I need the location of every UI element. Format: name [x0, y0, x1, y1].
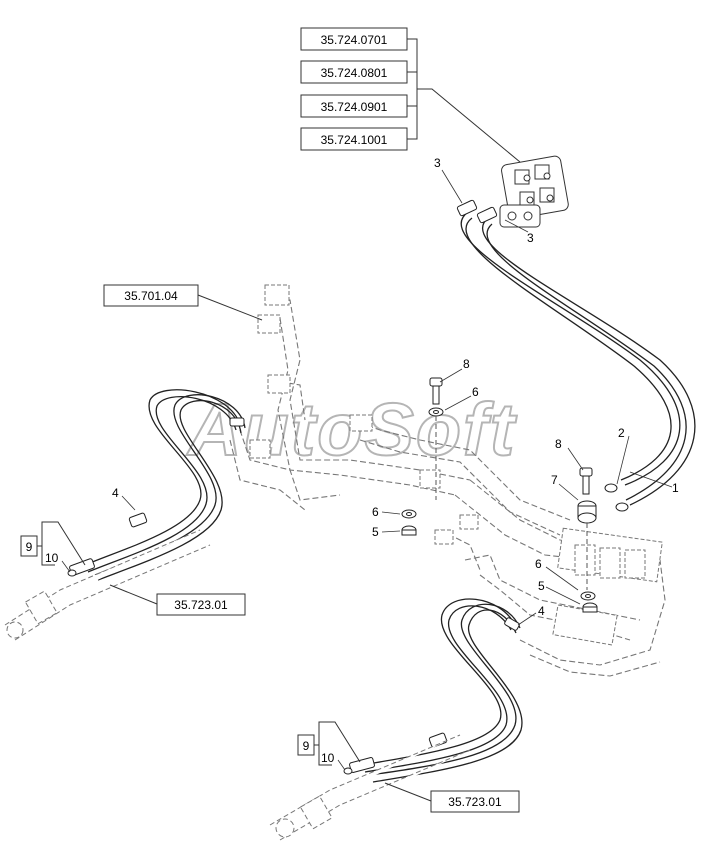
callout-4a: 4	[112, 486, 119, 500]
callout-7: 7	[551, 473, 558, 487]
callout-6b: 6	[372, 505, 379, 519]
ref-label-72301b: 35.723.01	[448, 795, 502, 809]
callout-3b: 3	[527, 231, 534, 245]
bolt-8a	[429, 377, 443, 405]
kit-label-9b: 9	[303, 739, 310, 753]
ref-label-0901: 35.724.0901	[321, 100, 388, 114]
ref-label-72301a: 35.723.01	[174, 598, 228, 612]
bottom-cylinder	[269, 734, 471, 841]
ref-box-group-top	[300, 27, 408, 151]
washer-6b	[401, 509, 417, 519]
nut-5a	[401, 525, 417, 536]
callout-8b: 8	[555, 437, 562, 451]
callout-10a: 10	[45, 551, 59, 565]
ref-box-72301b	[430, 790, 520, 813]
callout-5b: 5	[538, 579, 545, 593]
center-pipe-assembly	[229, 299, 666, 677]
callout-2: 2	[618, 426, 625, 440]
callout-10b: 10	[321, 751, 335, 765]
callout-3a: 3	[434, 156, 441, 170]
valve-block-dashed	[249, 284, 663, 646]
kit-label-9a: 9	[26, 540, 33, 554]
callout-4b: 4	[538, 604, 545, 618]
nut-5b	[582, 602, 598, 613]
bottom-hose-fittings	[343, 617, 520, 775]
ref-label-0701: 35.724.0701	[321, 33, 388, 47]
ref-label-0801: 35.724.0801	[321, 66, 388, 80]
bottom-hose-loop	[361, 598, 523, 783]
ref-box-72301a	[156, 593, 246, 616]
callout-5a: 5	[372, 525, 379, 539]
callout-8a: 8	[463, 357, 470, 371]
left-hose-fittings	[67, 417, 245, 577]
callout-6c: 6	[535, 557, 542, 571]
washer-6a	[428, 407, 444, 417]
hose-pair-1-2	[460, 211, 696, 506]
bolt-8b	[579, 467, 593, 495]
callout-1: 1	[672, 481, 679, 495]
control-valve	[499, 155, 569, 228]
callout-6a: 6	[472, 385, 479, 399]
hose-fittings-top	[456, 199, 629, 512]
left-cylinder	[4, 529, 211, 641]
ref-label-70104: 35.701.04	[124, 289, 178, 303]
spacer-7	[577, 500, 597, 524]
washer-6c	[580, 591, 596, 601]
ref-label-1001: 35.724.1001	[321, 133, 388, 147]
